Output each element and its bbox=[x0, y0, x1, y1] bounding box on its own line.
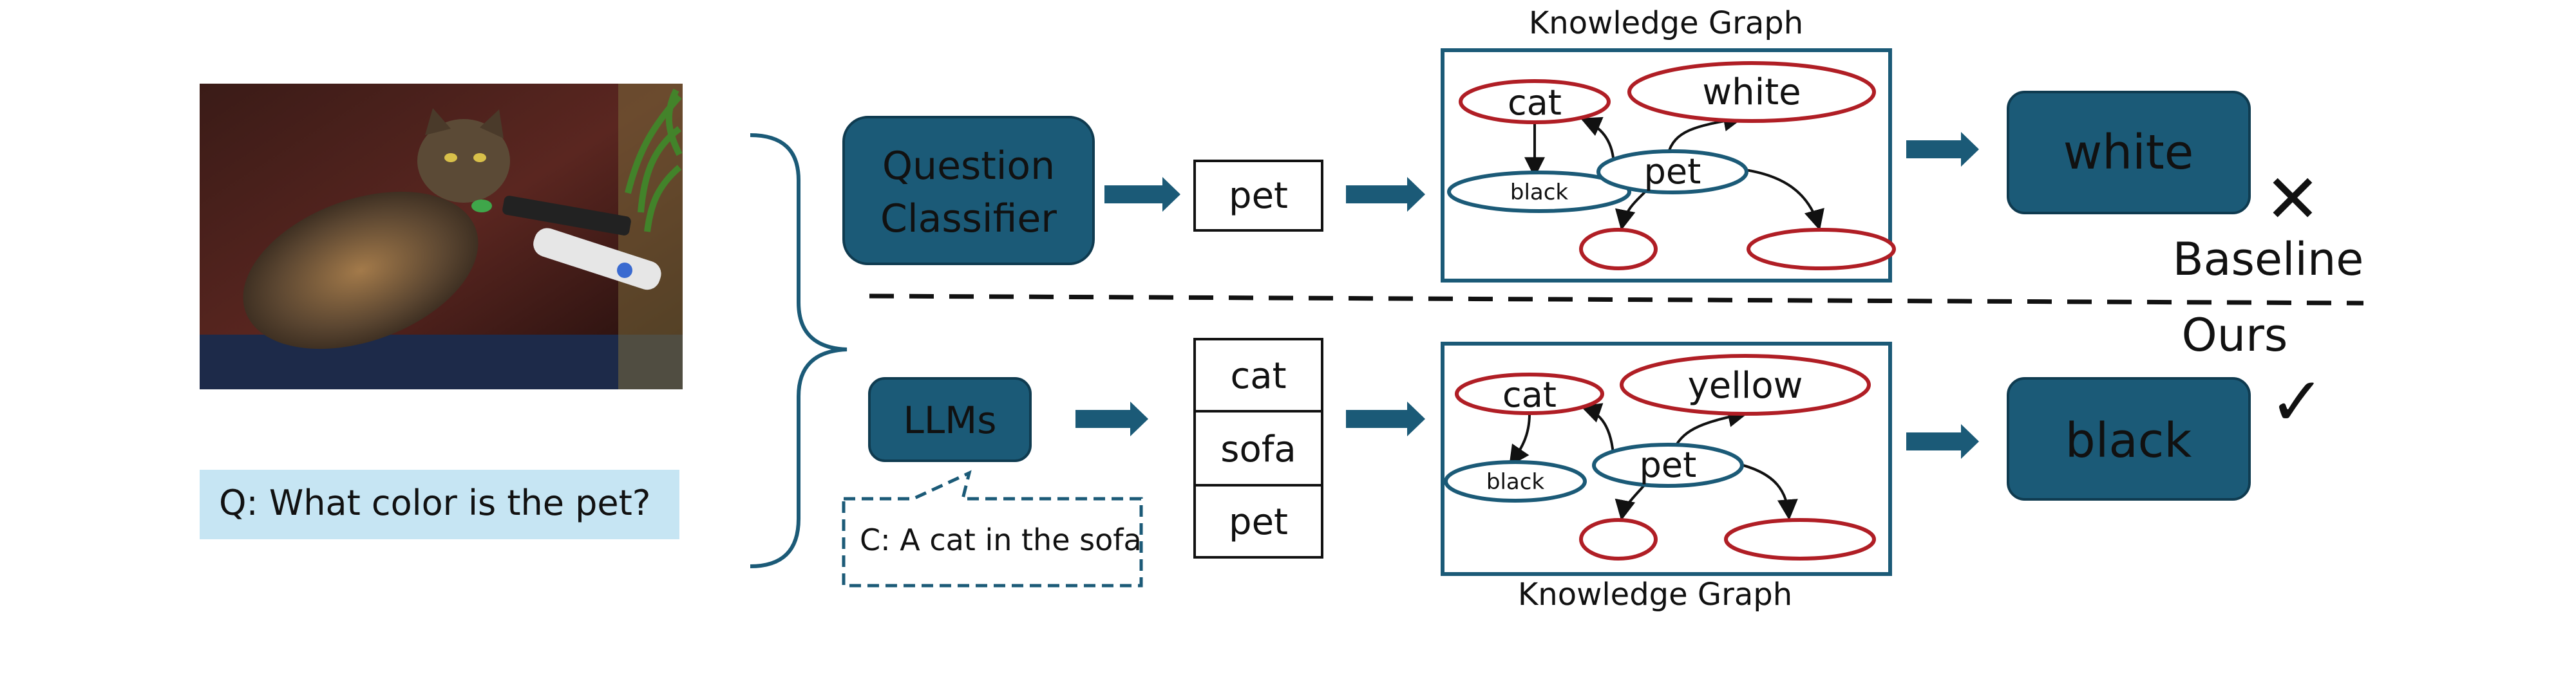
arrow-keyword-to-kg bbox=[1346, 177, 1425, 212]
ours-check-mark: ✓ bbox=[2269, 362, 2325, 441]
ours-keyword-cat: cat bbox=[1230, 355, 1286, 397]
question-classifier-box bbox=[842, 116, 1095, 265]
baseline-kg-node-white bbox=[1627, 61, 1876, 123]
baseline-kg-node-cat-label: cat bbox=[1508, 82, 1562, 123]
arrow-llms-to-keywords bbox=[1075, 402, 1148, 436]
baseline-kg-node-empty-2 bbox=[1747, 228, 1896, 270]
ours-kg-node-yellow bbox=[1620, 354, 1871, 416]
arrow-keywords-to-kg bbox=[1346, 402, 1425, 436]
row-divider bbox=[869, 293, 2364, 306]
remote-control-shape bbox=[502, 196, 631, 236]
ours-kg-node-black-label: black bbox=[1486, 469, 1545, 495]
ours-kg-node-black bbox=[1444, 460, 1587, 503]
cat-head-shape bbox=[417, 119, 510, 203]
baseline-kg-node-white-label: white bbox=[1702, 71, 1801, 113]
caption-text: C: A cat in the sofa bbox=[860, 523, 1142, 557]
baseline-cross-mark: ✕ bbox=[2264, 160, 2320, 238]
baseline-kg-node-empty-1 bbox=[1579, 228, 1658, 270]
pet-photo bbox=[200, 84, 683, 389]
baseline-kg-title: Knowledge Graph bbox=[1529, 5, 1803, 41]
ours-label: Ours bbox=[2182, 309, 2288, 362]
baseline-kg-node-black-label: black bbox=[1510, 180, 1569, 205]
grouping-brace bbox=[750, 133, 848, 568]
ours-kg-node-pet bbox=[1592, 443, 1744, 488]
baseline-keyword: pet bbox=[1229, 175, 1288, 217]
ours-keyword-sofa: sofa bbox=[1220, 429, 1296, 470]
question-box bbox=[200, 470, 679, 539]
caption-bubble: C: A cat in the sofa bbox=[842, 470, 1143, 588]
ours-kg-node-empty-1 bbox=[1579, 518, 1658, 561]
llms-box bbox=[868, 377, 1032, 462]
plant-leaves bbox=[625, 88, 683, 232]
cat-body-shape bbox=[243, 191, 478, 349]
baseline-kg-node-pet bbox=[1596, 149, 1748, 194]
ours-answer-box bbox=[2007, 377, 2251, 501]
ours-keyword-pet: pet bbox=[1229, 501, 1288, 543]
baseline-answer-box bbox=[2007, 91, 2251, 214]
baseline-label: Baseline bbox=[2173, 233, 2364, 286]
ours-kg-node-empty-2 bbox=[1724, 518, 1876, 561]
arrow-kg-to-baseline-answer bbox=[1906, 132, 1979, 167]
ours-kg-node-yellow-label: yellow bbox=[1688, 365, 1803, 407]
ours-answer: black bbox=[2065, 413, 2192, 468]
baseline-kg-node-pet-label: pet bbox=[1644, 151, 1701, 192]
ours-kg-title: Knowledge Graph bbox=[1518, 577, 1792, 613]
ours-keyword-list: cat sofa pet bbox=[1193, 338, 1323, 559]
baseline-keyword-box bbox=[1193, 160, 1323, 232]
llms-label: LLMs bbox=[904, 398, 997, 442]
ours-kg-node-cat bbox=[1455, 373, 1604, 415]
arrow-kg-to-ours-answer bbox=[1906, 424, 1979, 459]
classifier-label-line2: Classifier bbox=[880, 196, 1057, 241]
ours-kg-node-pet-label: pet bbox=[1640, 445, 1697, 485]
baseline-answer: white bbox=[2063, 125, 2194, 180]
classifier-label-line1: Question bbox=[882, 144, 1055, 189]
ours-kg-node-cat-label: cat bbox=[1502, 375, 1557, 415]
baseline-kg-node-black bbox=[1447, 171, 1631, 213]
question-text: Q: What color is the pet? bbox=[219, 483, 650, 523]
baseline-kg-node-cat bbox=[1459, 79, 1611, 124]
arrow-classifier-to-keyword bbox=[1104, 177, 1180, 212]
